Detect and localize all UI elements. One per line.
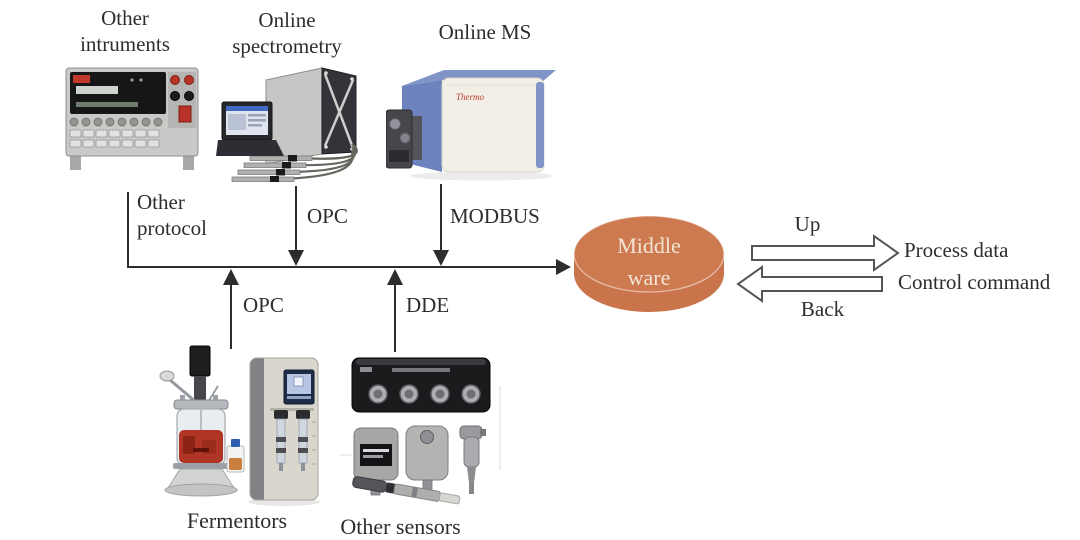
spectrometer-image xyxy=(216,67,358,182)
sensors-image xyxy=(340,357,501,505)
bus-line xyxy=(127,192,556,268)
fermentors-label: Fermentors xyxy=(186,508,288,533)
modbus-arrowhead xyxy=(433,250,449,266)
middleware-label: Middle ware xyxy=(570,230,728,294)
bus-arrowhead xyxy=(556,259,571,275)
mass-spectrometer-image: Thermo xyxy=(386,70,556,181)
modbus-label: MODBUS xyxy=(450,204,540,228)
other-sensors-label: Other sensors xyxy=(340,514,461,539)
up-label: Up xyxy=(794,212,821,236)
opc-bottom-label: OPC xyxy=(243,293,284,317)
online-spectrometry-label: Online spectrometry xyxy=(232,8,342,58)
multimeter-image xyxy=(65,67,199,170)
control-command-label: Control command xyxy=(898,270,1051,294)
online-ms-label: Online MS xyxy=(438,20,532,44)
dde-arrowhead xyxy=(387,269,403,285)
opc-top-label: OPC xyxy=(307,204,348,228)
other-instruments-label: Other intruments xyxy=(80,6,170,56)
other-protocol-label: Other protocol xyxy=(137,190,207,240)
up-block-arrow xyxy=(751,234,900,272)
middleware-cylinder xyxy=(573,215,725,312)
middleware-label-line2: ware xyxy=(627,265,671,290)
ph-probe xyxy=(352,476,461,505)
middleware-label-line1: Middle xyxy=(617,233,681,258)
opc-bottom-arrowhead xyxy=(223,269,239,285)
back-block-arrow xyxy=(736,265,883,303)
dde-label: DDE xyxy=(406,293,450,317)
process-data-label: Process data xyxy=(904,238,1009,262)
back-label: Back xyxy=(800,297,845,321)
opc-top-arrowhead xyxy=(288,250,304,266)
fermentor-image xyxy=(159,345,320,506)
ms-brand-text: Thermo xyxy=(456,92,485,102)
